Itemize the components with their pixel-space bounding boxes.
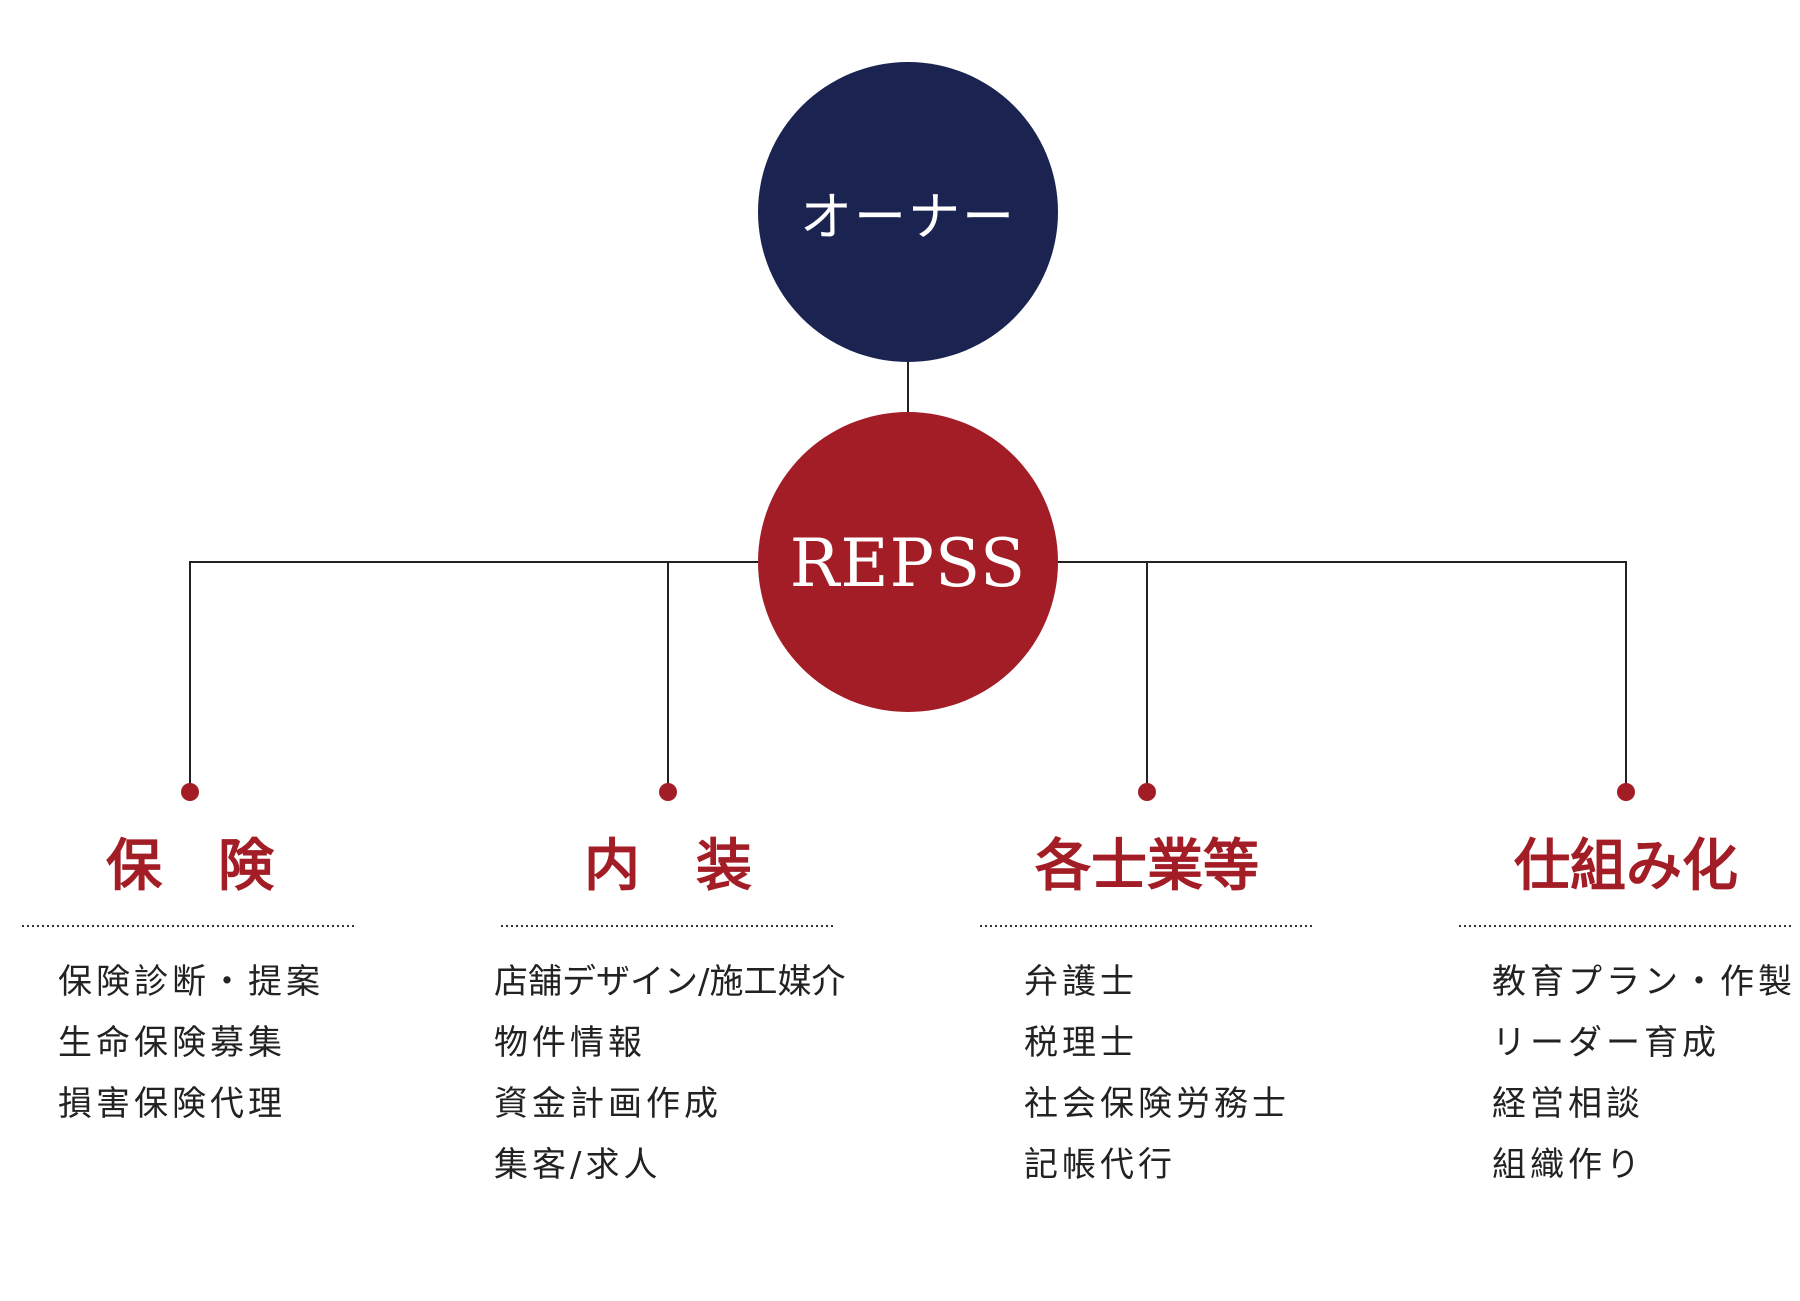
column-title-shikumika: 仕組み化 [1514, 834, 1738, 899]
list-item: 保険診断・提案 [58, 962, 324, 1002]
list-item: 教育プラン・作製 [1492, 962, 1796, 1002]
list-item: 集客/求人 [494, 1145, 662, 1185]
list-item: リーダー育成 [1492, 1023, 1720, 1063]
column-title-naisou: 内 装 [584, 834, 752, 899]
column-items-shikumika: 教育プラン・作製 リーダー育成 経営相談 組織作り [1492, 952, 1796, 1196]
owner-node [758, 62, 1058, 362]
list-item: 社会保険労務士 [1024, 1084, 1290, 1124]
list-item: 損害保険代理 [58, 1084, 286, 1124]
branch-dot-naisou [659, 783, 677, 801]
column-title-hoken: 保 険 [106, 834, 274, 899]
list-item: 税理士 [1024, 1023, 1138, 1063]
list-item: 記帳代行 [1024, 1145, 1176, 1185]
branch-dot-hoken [181, 783, 199, 801]
column-items-hoken: 保険診断・提案 生命保険募集 損害保険代理 [58, 952, 324, 1135]
column-items-kakushigyou: 弁護士 税理士 社会保険労務士 記帳代行 [1024, 952, 1290, 1196]
list-item: 資金計画作成 [494, 1084, 722, 1124]
list-item: 組織作り [1492, 1145, 1644, 1185]
repss-node [758, 412, 1058, 712]
column-title-kakushigyou: 各士業等 [1035, 834, 1259, 899]
list-item: 弁護士 [1024, 962, 1138, 1002]
list-item: 店舗デザイン/施工媒介 [494, 962, 846, 1002]
list-item: 物件情報 [494, 1023, 646, 1063]
branch-line-right [1056, 561, 1627, 792]
owner-label: オーナー [799, 187, 1016, 248]
branch-line-left [189, 561, 760, 792]
list-item: 生命保険募集 [58, 1023, 286, 1063]
branch-dot-shikumika [1617, 783, 1635, 801]
column-items-naisou: 店舗デザイン/施工媒介 物件情報 資金計画作成 集客/求人 [494, 952, 845, 1196]
branch-dot-kakushigyou [1138, 783, 1156, 801]
repss-label: REPSS [789, 524, 1027, 602]
list-item: 経営相談 [1492, 1084, 1644, 1124]
